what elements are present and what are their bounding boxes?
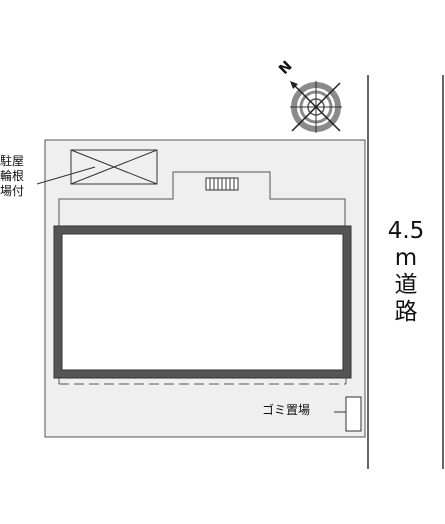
bike-parking-label-line-3: 場付 xyxy=(0,184,25,198)
compass-icon xyxy=(290,81,342,133)
roof-outline xyxy=(58,171,346,226)
road-char-2: 路 xyxy=(394,299,418,325)
road-char-1: 道 xyxy=(394,272,418,298)
bike-parking-box xyxy=(70,149,158,185)
bike-parking-label-line-1: 駐屋 xyxy=(0,154,25,168)
bike-parking-label-line-2: 輪根 xyxy=(0,169,25,183)
roof-stairs xyxy=(205,177,239,191)
bike-parking-leader xyxy=(36,166,96,185)
trash-area-box xyxy=(345,396,362,432)
road-width: 4.5 xyxy=(387,218,425,244)
road-unit: m xyxy=(394,245,418,271)
building xyxy=(53,225,352,379)
bike-parking-label: 駐屋 輪根 場付 xyxy=(0,154,46,199)
road-label: 4.5 m 道 路 xyxy=(386,218,426,326)
trash-area-label: ゴミ置場 xyxy=(262,403,311,417)
building-dashed-outline xyxy=(58,378,347,385)
